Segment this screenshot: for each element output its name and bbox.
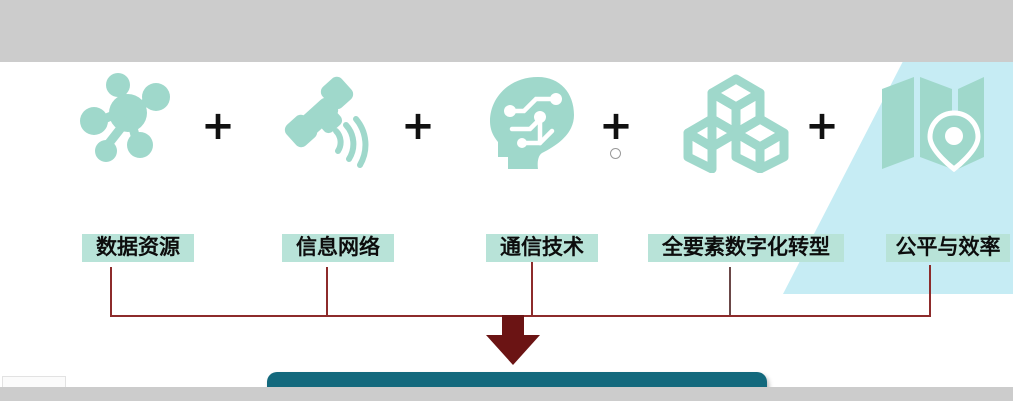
icon-row: + + — [0, 62, 1013, 182]
bottom-chrome-band — [0, 387, 1013, 401]
factor-label-1: 数据资源 — [82, 234, 194, 262]
cubes-blocks-icon — [683, 74, 789, 173]
icon-network-nodes — [68, 70, 188, 175]
plus-operator-3: + — [599, 103, 633, 149]
icon-cubes-blocks — [676, 70, 796, 175]
connector-stem-5 — [929, 265, 931, 317]
satellite-icon — [284, 76, 369, 168]
stray-circle-artifact — [610, 148, 621, 159]
plus-operator-4: + — [805, 103, 839, 149]
result-box: 数字经济 — [267, 372, 767, 387]
top-chrome-band — [0, 0, 1013, 62]
factor-label-2: 信息网络 — [282, 234, 394, 262]
connector-stem-3 — [531, 262, 533, 317]
network-nodes-icon — [80, 72, 170, 162]
plus-operator-2: + — [401, 103, 435, 149]
plus-operator-1: + — [201, 103, 235, 149]
ai-head-circuit-icon — [490, 76, 574, 169]
icon-satellite — [268, 70, 388, 175]
factor-label-4: 全要素数字化转型 — [648, 234, 844, 262]
factor-label-3: 通信技术 — [486, 234, 598, 262]
connector-stem-4 — [729, 267, 731, 317]
down-arrow — [478, 315, 548, 365]
factor-label-5: 公平与效率 — [886, 234, 1010, 262]
icon-ai-head-circuit — [472, 70, 592, 175]
arrow-down-icon — [486, 315, 540, 365]
icon-map-location-pin — [872, 70, 992, 175]
connector-stem-1 — [110, 267, 112, 317]
connector-stem-2 — [326, 267, 328, 317]
result-label: 数字经济 — [451, 379, 583, 388]
map-location-pin-icon — [882, 76, 984, 172]
slide-canvas: + + — [0, 62, 1013, 387]
